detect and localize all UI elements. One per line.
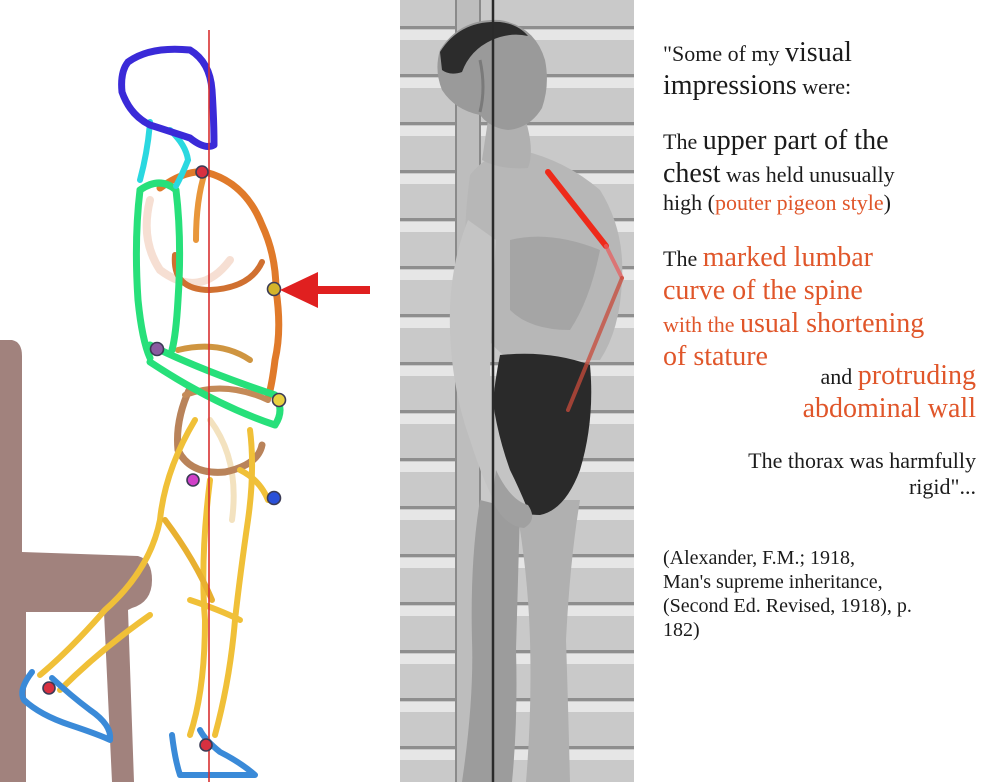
chair-icon [0,340,152,782]
joint-shoulder [195,165,209,179]
quote-lumbar: The marked lumbar curve of the spine wit… [663,242,925,373]
joint-ankle-left [42,681,56,695]
posture-photo [400,0,634,782]
joint-wrist [271,392,287,408]
quote-intro: "Some of my visual impressions were: [663,37,852,102]
joint-ankle-right [199,738,213,752]
arrow-right-icon [280,272,370,308]
joint-hip [186,473,200,487]
joint-elbow [149,341,165,357]
arm-outline [132,179,284,429]
citation: (Alexander, F.M.; 1918, Man's supreme in… [663,547,912,641]
joint-markers [42,165,287,752]
chest-curve-annotation [545,169,624,412]
quote-abdominal: and protruding abdominal wall [802,360,976,425]
joint-knee [266,490,282,506]
quote-thorax: The thorax was harmfully rigid"... [748,448,976,499]
joint-lumbar [266,281,282,297]
posture-sketch [0,30,370,782]
quote-chest: The upper part of the chest was held unu… [663,125,895,216]
head-outline [118,45,218,150]
